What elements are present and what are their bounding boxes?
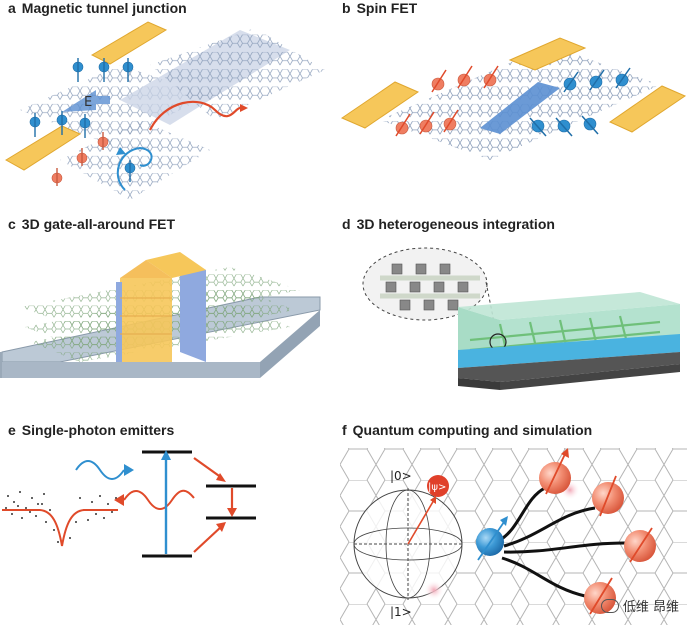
electrode-top-left	[90, 21, 168, 65]
panel-e-title: e Single-photon emitters	[8, 422, 174, 438]
blue-layer	[458, 334, 680, 368]
gate-side-blue	[180, 260, 206, 362]
panel-c-title: c 3D gate-all-around FET	[8, 216, 175, 232]
panel-f-title: f Quantum computing and simulation	[342, 422, 592, 438]
ket-one-label: |1>	[390, 605, 412, 619]
panel-d: d 3D heterogeneous integration	[340, 212, 687, 412]
spectrum-fit-curve	[2, 509, 118, 547]
stack-top-layer	[458, 292, 680, 320]
substrate-side	[260, 310, 320, 378]
watermark: 低维 昂维	[600, 596, 679, 615]
reflection-arrow-blue	[116, 146, 153, 191]
absorbed-photon-wave	[75, 460, 125, 480]
magnetic-tunnel-junction-illustration: E	[5, 21, 325, 200]
panel-a-title-text: Magnetic tunnel junction	[21, 0, 187, 16]
panel-e-title-text: Single-photon emitters	[21, 422, 175, 438]
panel-a-title: a Magnetic tunnel junction	[8, 0, 187, 16]
heterogeneous-integration-illustration	[362, 247, 680, 390]
spin-arrows-blue	[529, 67, 631, 137]
field-arrow	[62, 90, 110, 112]
spin-electrons-blue	[29, 61, 136, 174]
panel-b-letter: b	[342, 0, 351, 16]
spectrum-noise-dots	[5, 491, 117, 543]
panel-e-letter: e	[8, 422, 16, 438]
panel-d-letter: d	[342, 216, 351, 232]
spin-arrows-red	[56, 132, 104, 186]
panel-d-title-text: 3D heterogeneous integration	[356, 216, 555, 232]
spin-fet-illustration	[340, 37, 687, 160]
panel-b: b Spin FET	[340, 0, 687, 205]
graphene-sheet-front	[60, 120, 210, 200]
panel-a: a Magnetic tunnel junction E	[0, 0, 340, 205]
panel-f-letter: f	[342, 422, 347, 438]
panel-b-title: b Spin FET	[342, 0, 417, 16]
panel-a-letter: a	[8, 0, 16, 16]
panel-e: e Single-photon emitters	[0, 418, 340, 625]
current-arrow-red	[149, 100, 241, 131]
gate-all-around-fet-illustration	[0, 252, 321, 378]
label-E: E	[84, 95, 92, 110]
gate-blue	[480, 82, 560, 134]
spin-arrows-blue	[34, 58, 131, 182]
chat-bubble-icon	[600, 598, 619, 613]
gate-top	[146, 252, 206, 278]
graphene-sheet-upper	[150, 28, 325, 120]
gate-front	[120, 278, 172, 362]
source-electrode	[340, 81, 420, 129]
panel-d-title: d 3D heterogeneous integration	[342, 216, 555, 232]
quantum-computing-illustration: |0> |1> |ψ>	[340, 448, 687, 625]
panel-b-title-text: Spin FET	[356, 0, 418, 16]
psi-badge	[427, 475, 449, 497]
panel-f-title-text: Quantum computing and simulation	[352, 422, 593, 438]
substrate-front	[2, 362, 260, 378]
relax-arrow-1	[193, 457, 223, 479]
ket-zero-label: |0>	[390, 469, 412, 483]
base-layer-top	[458, 352, 680, 382]
spin-arrows-red	[395, 65, 499, 137]
drain-electrode	[608, 85, 687, 133]
gate-electrode-top	[508, 37, 587, 71]
watermark-text: 低维 昂维	[622, 600, 679, 615]
qubit-red-1	[539, 462, 571, 494]
state-vector	[407, 499, 435, 545]
panel-c-letter: c	[8, 216, 16, 232]
inset-pillars	[385, 263, 469, 311]
emitted-photon-wave	[123, 489, 195, 510]
single-photon-emitter-illustration	[2, 450, 256, 558]
relax-arrow-3	[193, 525, 223, 553]
panel-c-title-text: 3D gate-all-around FET	[21, 216, 176, 232]
psi-label: |ψ>	[428, 482, 446, 493]
electrode-bottom-left	[5, 125, 82, 171]
entanglement-links	[499, 486, 626, 598]
panel-c: c 3D gate-all-around FET	[0, 212, 340, 412]
base-layer-front	[458, 378, 500, 390]
